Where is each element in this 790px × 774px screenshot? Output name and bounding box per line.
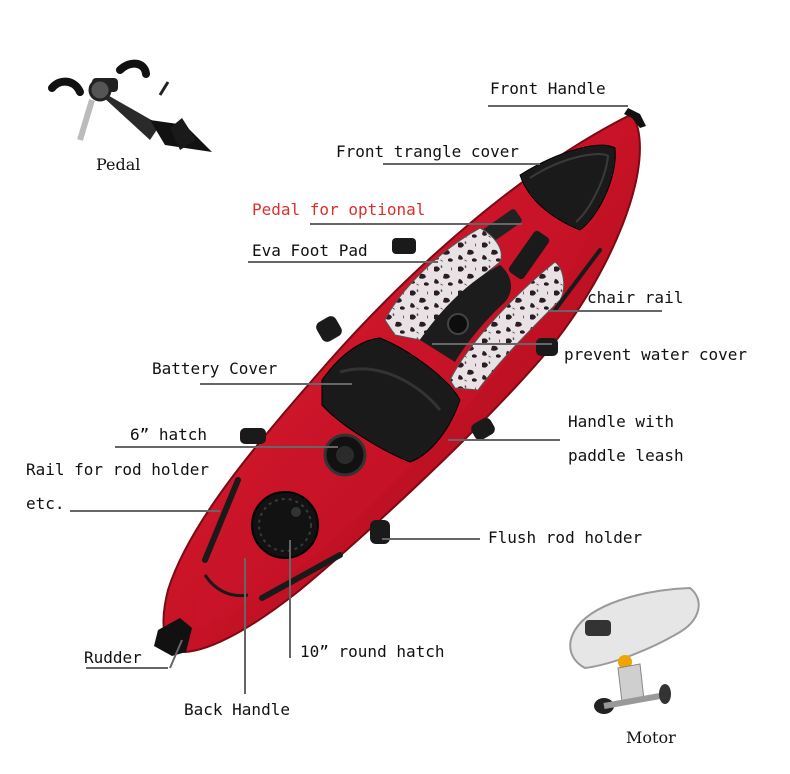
label-flush-rod-holder: Flush rod holder xyxy=(488,528,642,548)
label-handle-with: Handle with xyxy=(568,412,674,432)
label-six-inch-hatch: 6” hatch xyxy=(130,425,207,445)
label-front-triangle-cover: Front trangle cover xyxy=(336,142,519,162)
round-hatch-shape xyxy=(252,492,318,558)
rudder-shape xyxy=(154,618,192,656)
label-pedal-optional: Pedal for optional xyxy=(252,200,425,220)
caption-motor: Motor xyxy=(626,728,676,747)
label-rail-rod-holder: Rail for rod holder xyxy=(26,460,209,480)
label-eva-foot-pad: Eva Foot Pad xyxy=(252,241,368,261)
label-round-hatch: 10” round hatch xyxy=(300,642,445,662)
label-battery-cover: Battery Cover xyxy=(152,359,277,379)
pedal-inset-image xyxy=(52,64,212,152)
label-paddle-leash: paddle leash xyxy=(568,446,684,466)
label-chair-rail: chair rail xyxy=(587,288,683,308)
label-front-handle: Front Handle xyxy=(490,79,606,99)
label-etc: etc. xyxy=(26,494,65,514)
label-back-handle: Back Handle xyxy=(184,700,290,720)
label-rudder: Rudder xyxy=(84,648,142,668)
motor-inset-image xyxy=(570,588,698,714)
caption-pedal: Pedal xyxy=(96,155,140,174)
label-prevent-water-cover: prevent water cover xyxy=(564,345,747,365)
